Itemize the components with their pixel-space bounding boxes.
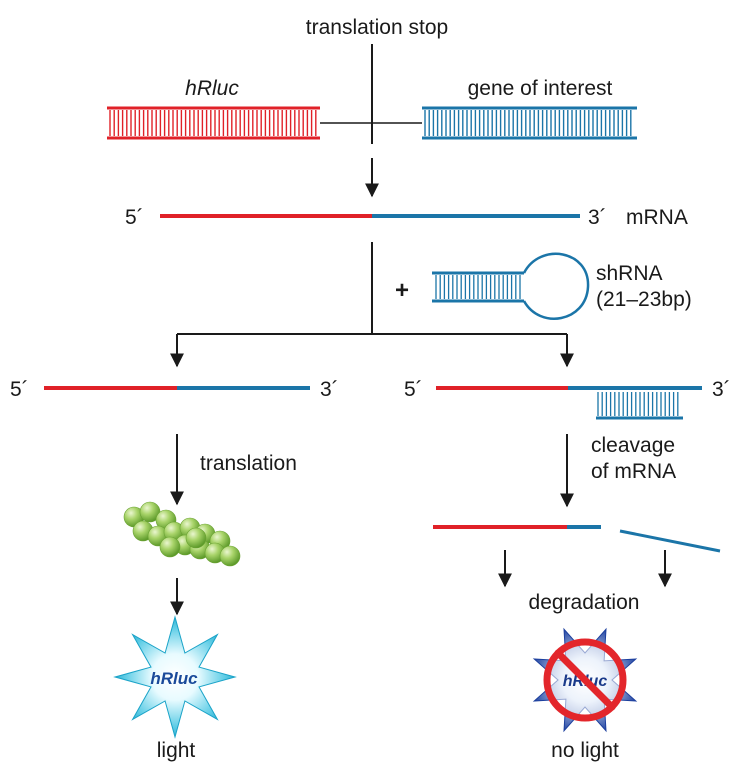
light-label: light (157, 739, 196, 762)
left-mrna-three-prime-label: 3´ (320, 378, 339, 401)
shrna-length-label: (21–23bp) (596, 288, 692, 311)
no-light-label: no light (551, 739, 619, 762)
degradation-label: degradation (529, 591, 640, 614)
hrluc-gene-label: hRluc (185, 77, 239, 100)
shrna-hairpin (432, 252, 590, 320)
cleaved-fragment-gene-tail (619, 529, 721, 553)
star-hrluc-label: hRluc (150, 669, 198, 688)
right-mrna-five-prime-label: 5´ (404, 378, 423, 401)
mrna-label: mRNA (626, 206, 688, 229)
protein-bead-cluster-icon (123, 501, 241, 567)
no-sign-icon: hRluc (532, 627, 638, 733)
hrluc-dna-duplex (107, 106, 320, 140)
gene-of-interest-dna-duplex (422, 106, 637, 140)
left-mrna-five-prime-label: 5´ (10, 378, 29, 401)
cleavage-label: cleavage (591, 434, 675, 457)
mrna-three-prime-label: 3´ (588, 206, 607, 229)
cleavage-of-mrna-label: of mRNA (591, 460, 676, 483)
gene-of-interest-label: gene of interest (468, 77, 613, 100)
plus-sign: + (395, 277, 409, 304)
translation-stop-label: translation stop (306, 16, 448, 39)
shrna-label: shRNA (596, 262, 663, 285)
bound-sirna-duplex (596, 392, 683, 420)
right-mrna-three-prime-label: 3´ (712, 378, 731, 401)
mrna-five-prime-label: 5´ (125, 206, 144, 229)
light-burst-star-icon: hRluc (113, 615, 237, 739)
translation-label: translation (200, 452, 297, 475)
